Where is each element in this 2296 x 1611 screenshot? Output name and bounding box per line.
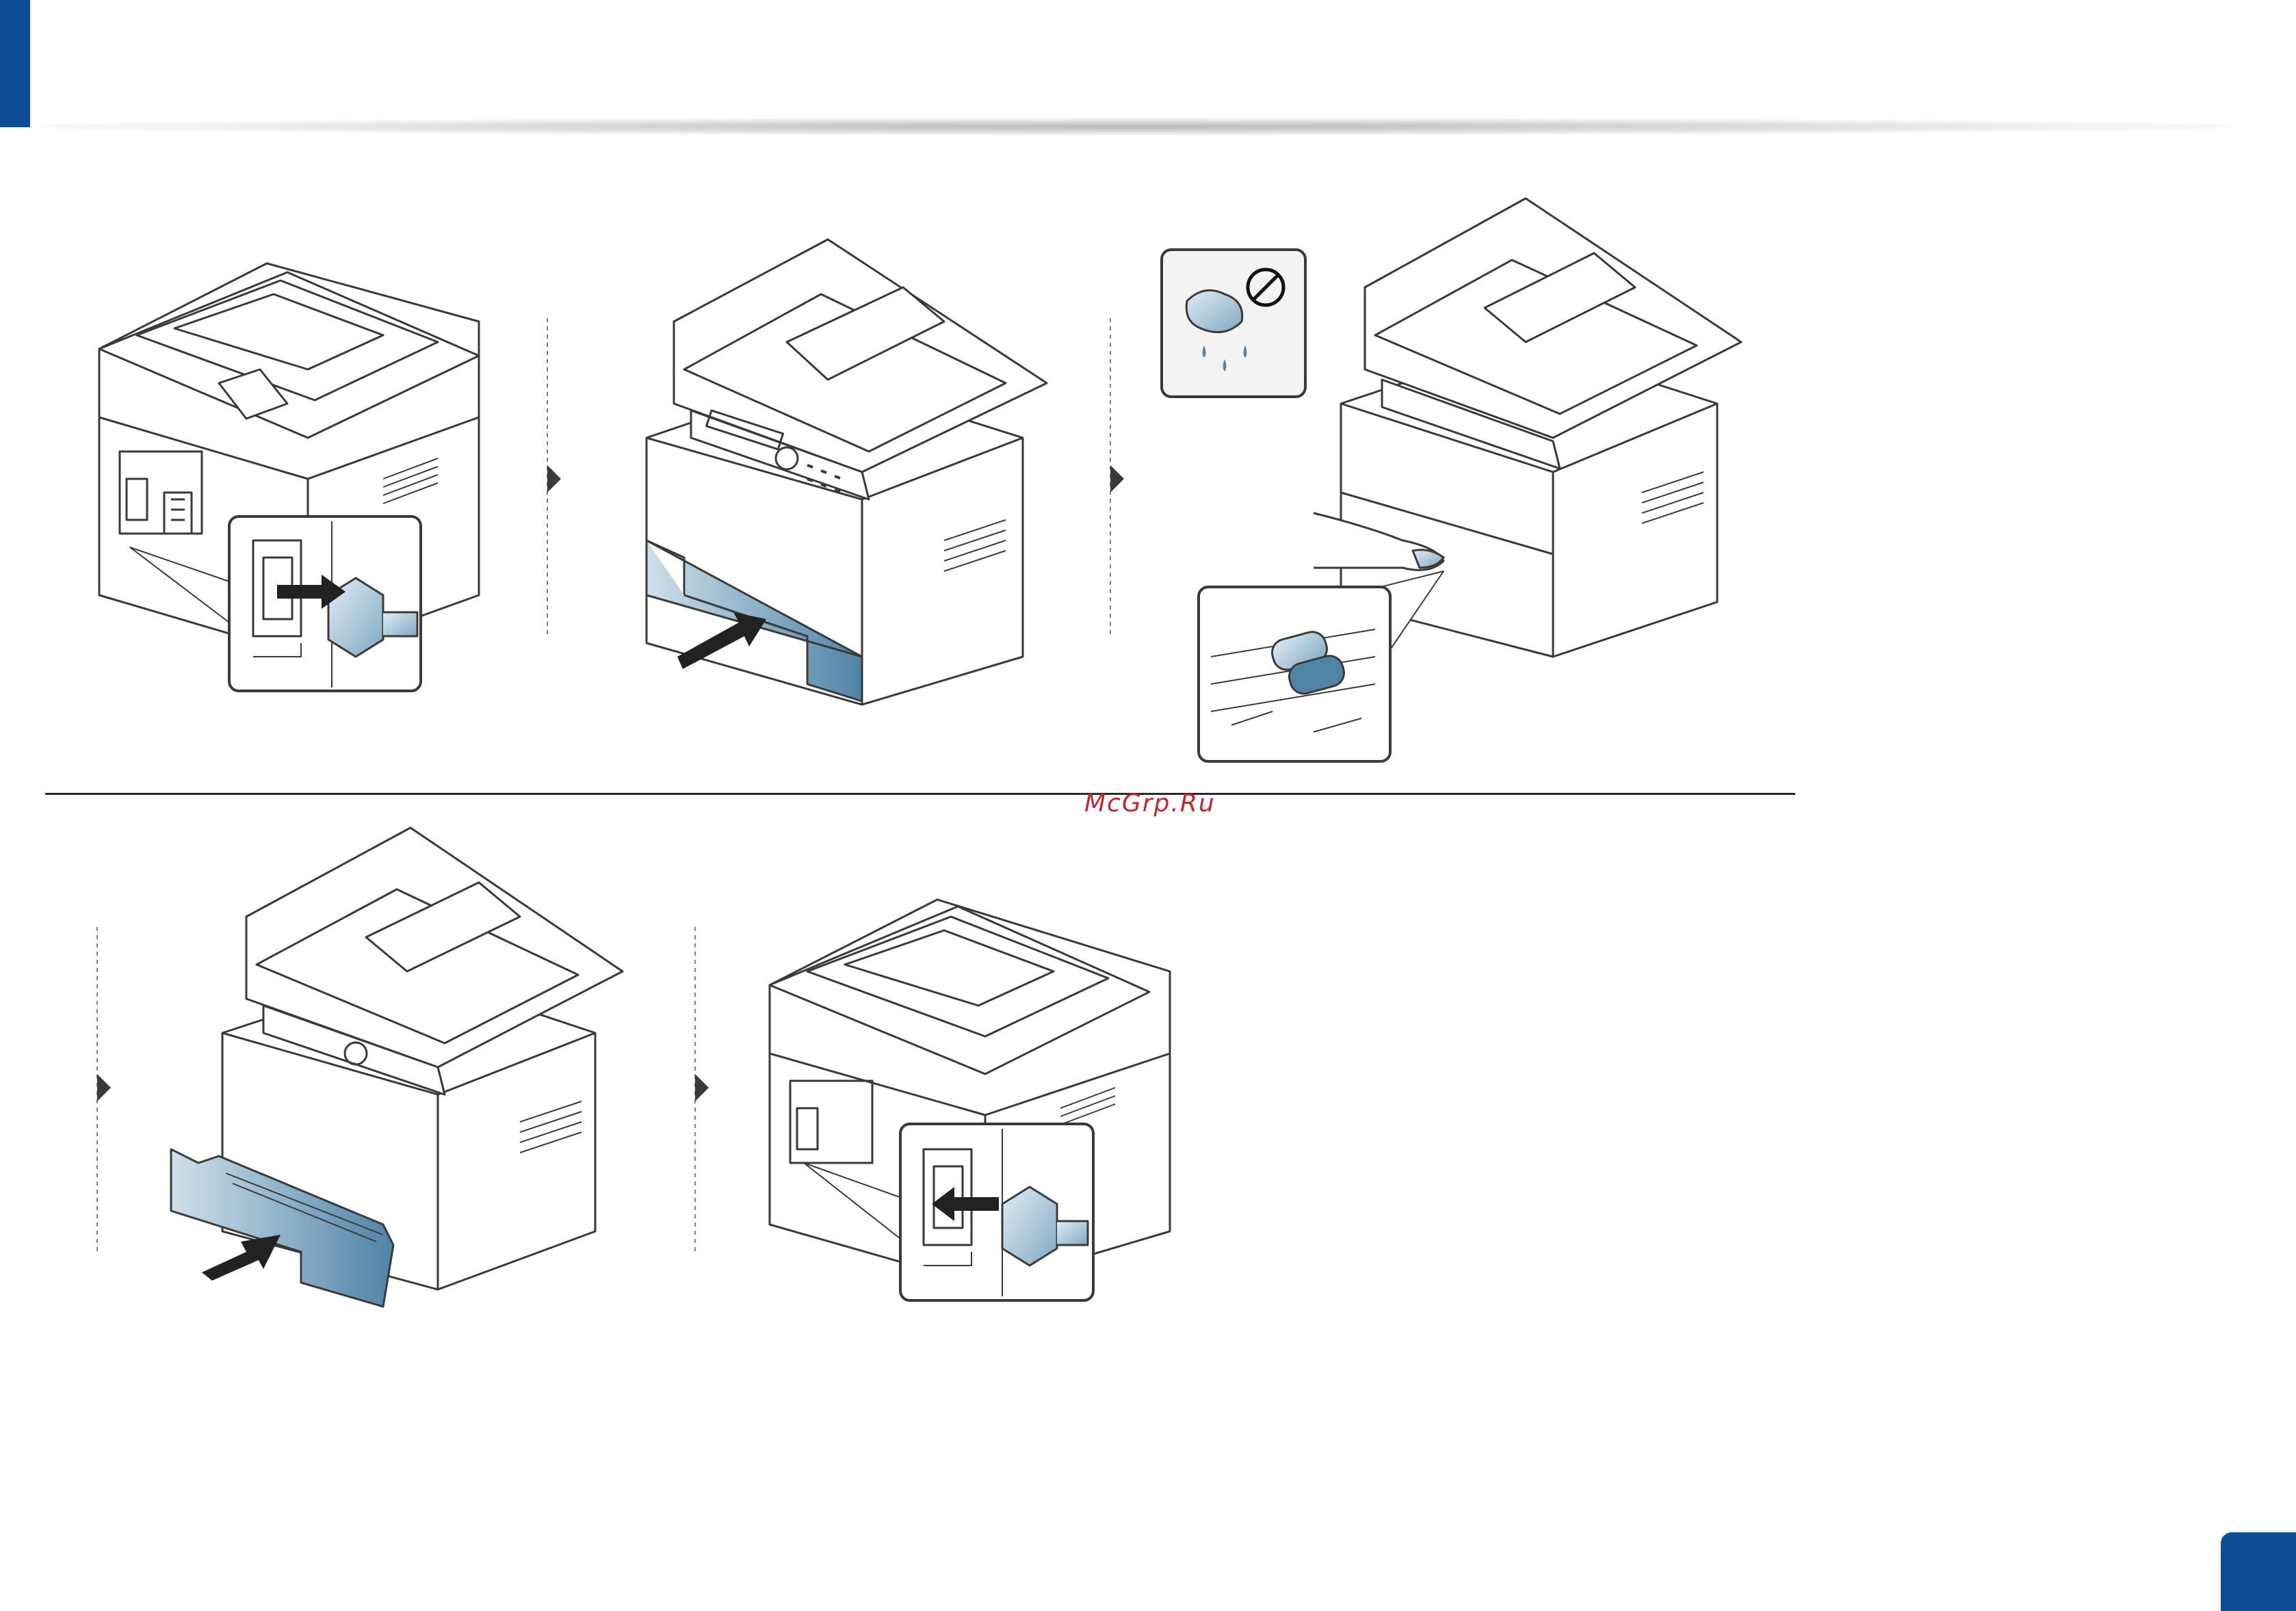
arrowhead-right-icon — [547, 465, 561, 493]
step-5-plug-in-power — [770, 900, 1170, 1300]
section-divider — [45, 793, 1795, 795]
step-1-unplug-power — [99, 263, 479, 691]
arrowhead-right-icon — [1110, 465, 1124, 493]
arrowhead-right-icon — [97, 1074, 111, 1101]
page-number-badge — [2221, 1532, 2296, 1611]
arrowhead-right-icon — [695, 1074, 709, 1101]
step-4-insert-tray — [171, 828, 623, 1307]
step-3-wipe-roller — [1162, 198, 1741, 761]
watermark-text: McGrp.Ru — [1084, 789, 1216, 817]
prohibited-wet-cloth-icon — [1162, 250, 1305, 397]
step-2-pull-tray — [647, 239, 1047, 705]
